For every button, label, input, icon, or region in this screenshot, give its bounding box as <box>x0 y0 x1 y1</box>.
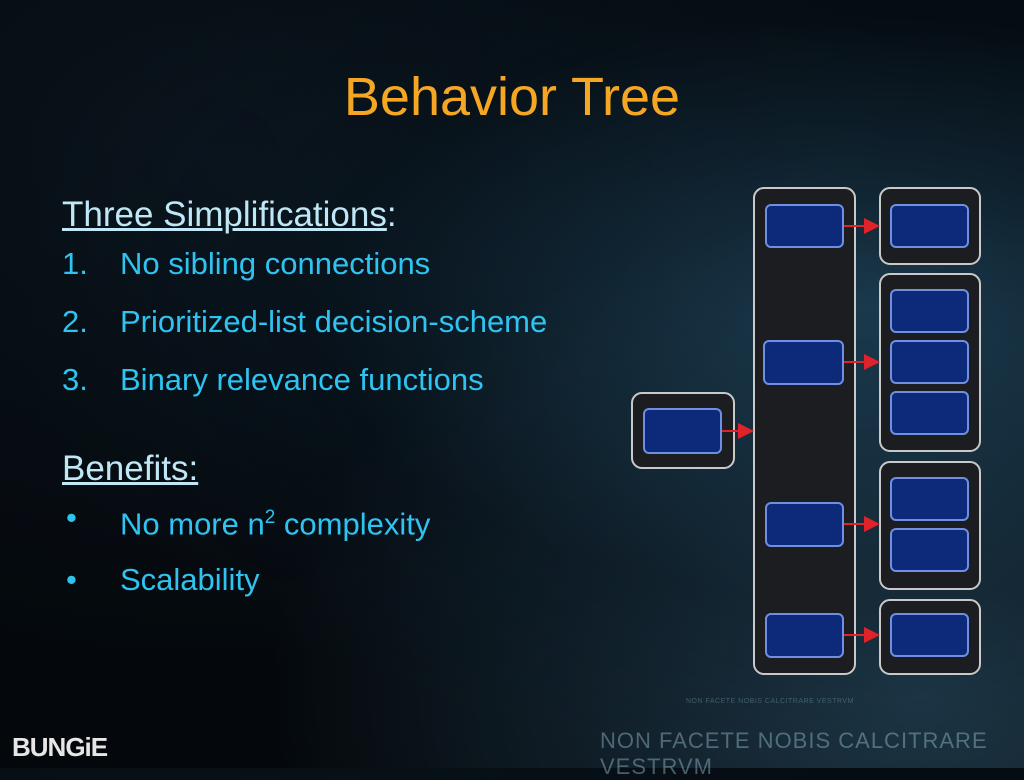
priority-list-container <box>753 187 856 675</box>
bullet: • <box>66 562 77 598</box>
child-node <box>890 391 969 435</box>
bullet: • <box>66 500 77 535</box>
simplifications-heading: Three Simplifications: <box>62 192 622 238</box>
child-node <box>890 340 969 384</box>
child-node <box>890 528 969 572</box>
list-number: 1. <box>62 246 88 281</box>
slide-content: Three Simplifications: 1. No sibling conn… <box>62 192 622 614</box>
simplifications-heading-colon: : <box>386 195 397 234</box>
simplifications-list: 1. No sibling connections 2. Prioritized-l… <box>62 242 622 402</box>
list-item-text: Scalability <box>120 562 260 598</box>
benefit-text-post: complexity <box>275 506 431 542</box>
list-item: 1. No sibling connections <box>62 242 622 286</box>
benefits-heading: Benefits: <box>62 446 622 492</box>
list-item: • Scalability <box>62 558 622 602</box>
child-node <box>890 204 969 248</box>
bungie-logo: BUNGiE <box>12 732 108 762</box>
list-number: 3. <box>62 362 88 397</box>
superscript: 2 <box>264 507 276 528</box>
simplifications-heading-text: Three Simplifications <box>62 195 387 234</box>
list-item: 2. Prioritized-list decision-scheme <box>62 300 622 344</box>
list-item-text: Binary relevance functions <box>120 362 484 397</box>
watermark-small: NON FACETE NOBIS CALCITRARE VESTRVM <box>686 698 854 705</box>
list-item: • No more n2 complexity <box>62 496 622 546</box>
priority-node <box>765 502 844 547</box>
priority-node <box>763 340 844 385</box>
watermark: NON FACETE NOBIS CALCITRARE VESTRVM <box>600 728 988 779</box>
child-node <box>890 289 969 333</box>
child-node <box>890 613 969 657</box>
list-item-text: Prioritized-list decision-scheme <box>120 304 548 339</box>
list-item-text: No sibling connections <box>120 246 431 281</box>
list-item: 3. Binary relevance functions <box>62 358 622 402</box>
child-node <box>890 477 969 521</box>
priority-node <box>765 204 844 248</box>
behavior-tree-diagram <box>631 187 981 675</box>
root-node <box>643 408 722 454</box>
benefits-list: • No more n2 complexity • Scalability <box>62 496 622 602</box>
slide-title: Behavior Tree <box>343 67 681 127</box>
benefit-text-pre: No more n <box>120 506 265 542</box>
list-number: 2. <box>62 304 88 339</box>
priority-node <box>765 613 844 658</box>
benefits-heading-text: Benefits: <box>62 449 199 488</box>
